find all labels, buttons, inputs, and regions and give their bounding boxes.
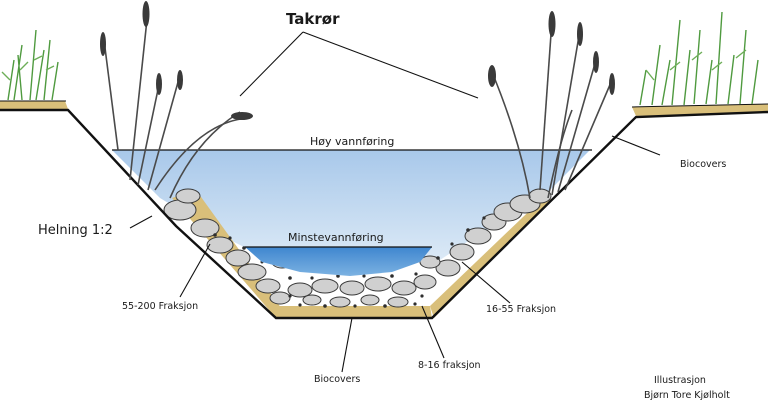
label-low-water: Minstevannføring [288,231,384,244]
biocovers-layer-bottom [276,306,432,318]
label-slope: Helning 1:2 [38,223,113,238]
label-fraction-55-200: 55-200 Fraksjon [122,301,199,312]
biocovers-layer-right [430,196,552,318]
label-high-water: Høy vannføring [310,135,395,148]
pointer-lines [129,31,661,373]
pointer-55-200 [179,243,211,298]
credit-line-1: Illustrasjon [654,375,706,386]
pointer-takror-right [302,31,479,99]
pointer-8-16 [421,305,445,359]
reed-heads-left [100,1,253,120]
label-biocovers-bottom: Biocovers [314,374,361,385]
pointer-takror-left [239,31,304,97]
label-fraction-16-55: 16-55 Fraksjon [486,304,557,315]
stone-fill [163,188,552,308]
ground-profile [0,108,768,320]
reed-heads-right [488,11,615,95]
label-takror: Takrør [286,10,340,28]
pointer-biocovers-right [611,135,661,156]
credit-line-2: Bjørn Tore Kjølholt [644,390,730,401]
label-fraction-8-16: 8-16 fraksjon [418,360,481,371]
pointer-16-55 [461,261,511,304]
grass-left [1,29,59,101]
reeds-right [491,19,613,199]
label-biocovers-right: Biocovers [680,159,727,170]
low-water-area [245,247,432,276]
pointer-biocovers-bottom [341,317,353,373]
grass-right [639,11,759,106]
biocovers-bank-left [0,101,68,109]
bank-top-right [631,103,768,108]
pointer-helning [129,215,153,229]
